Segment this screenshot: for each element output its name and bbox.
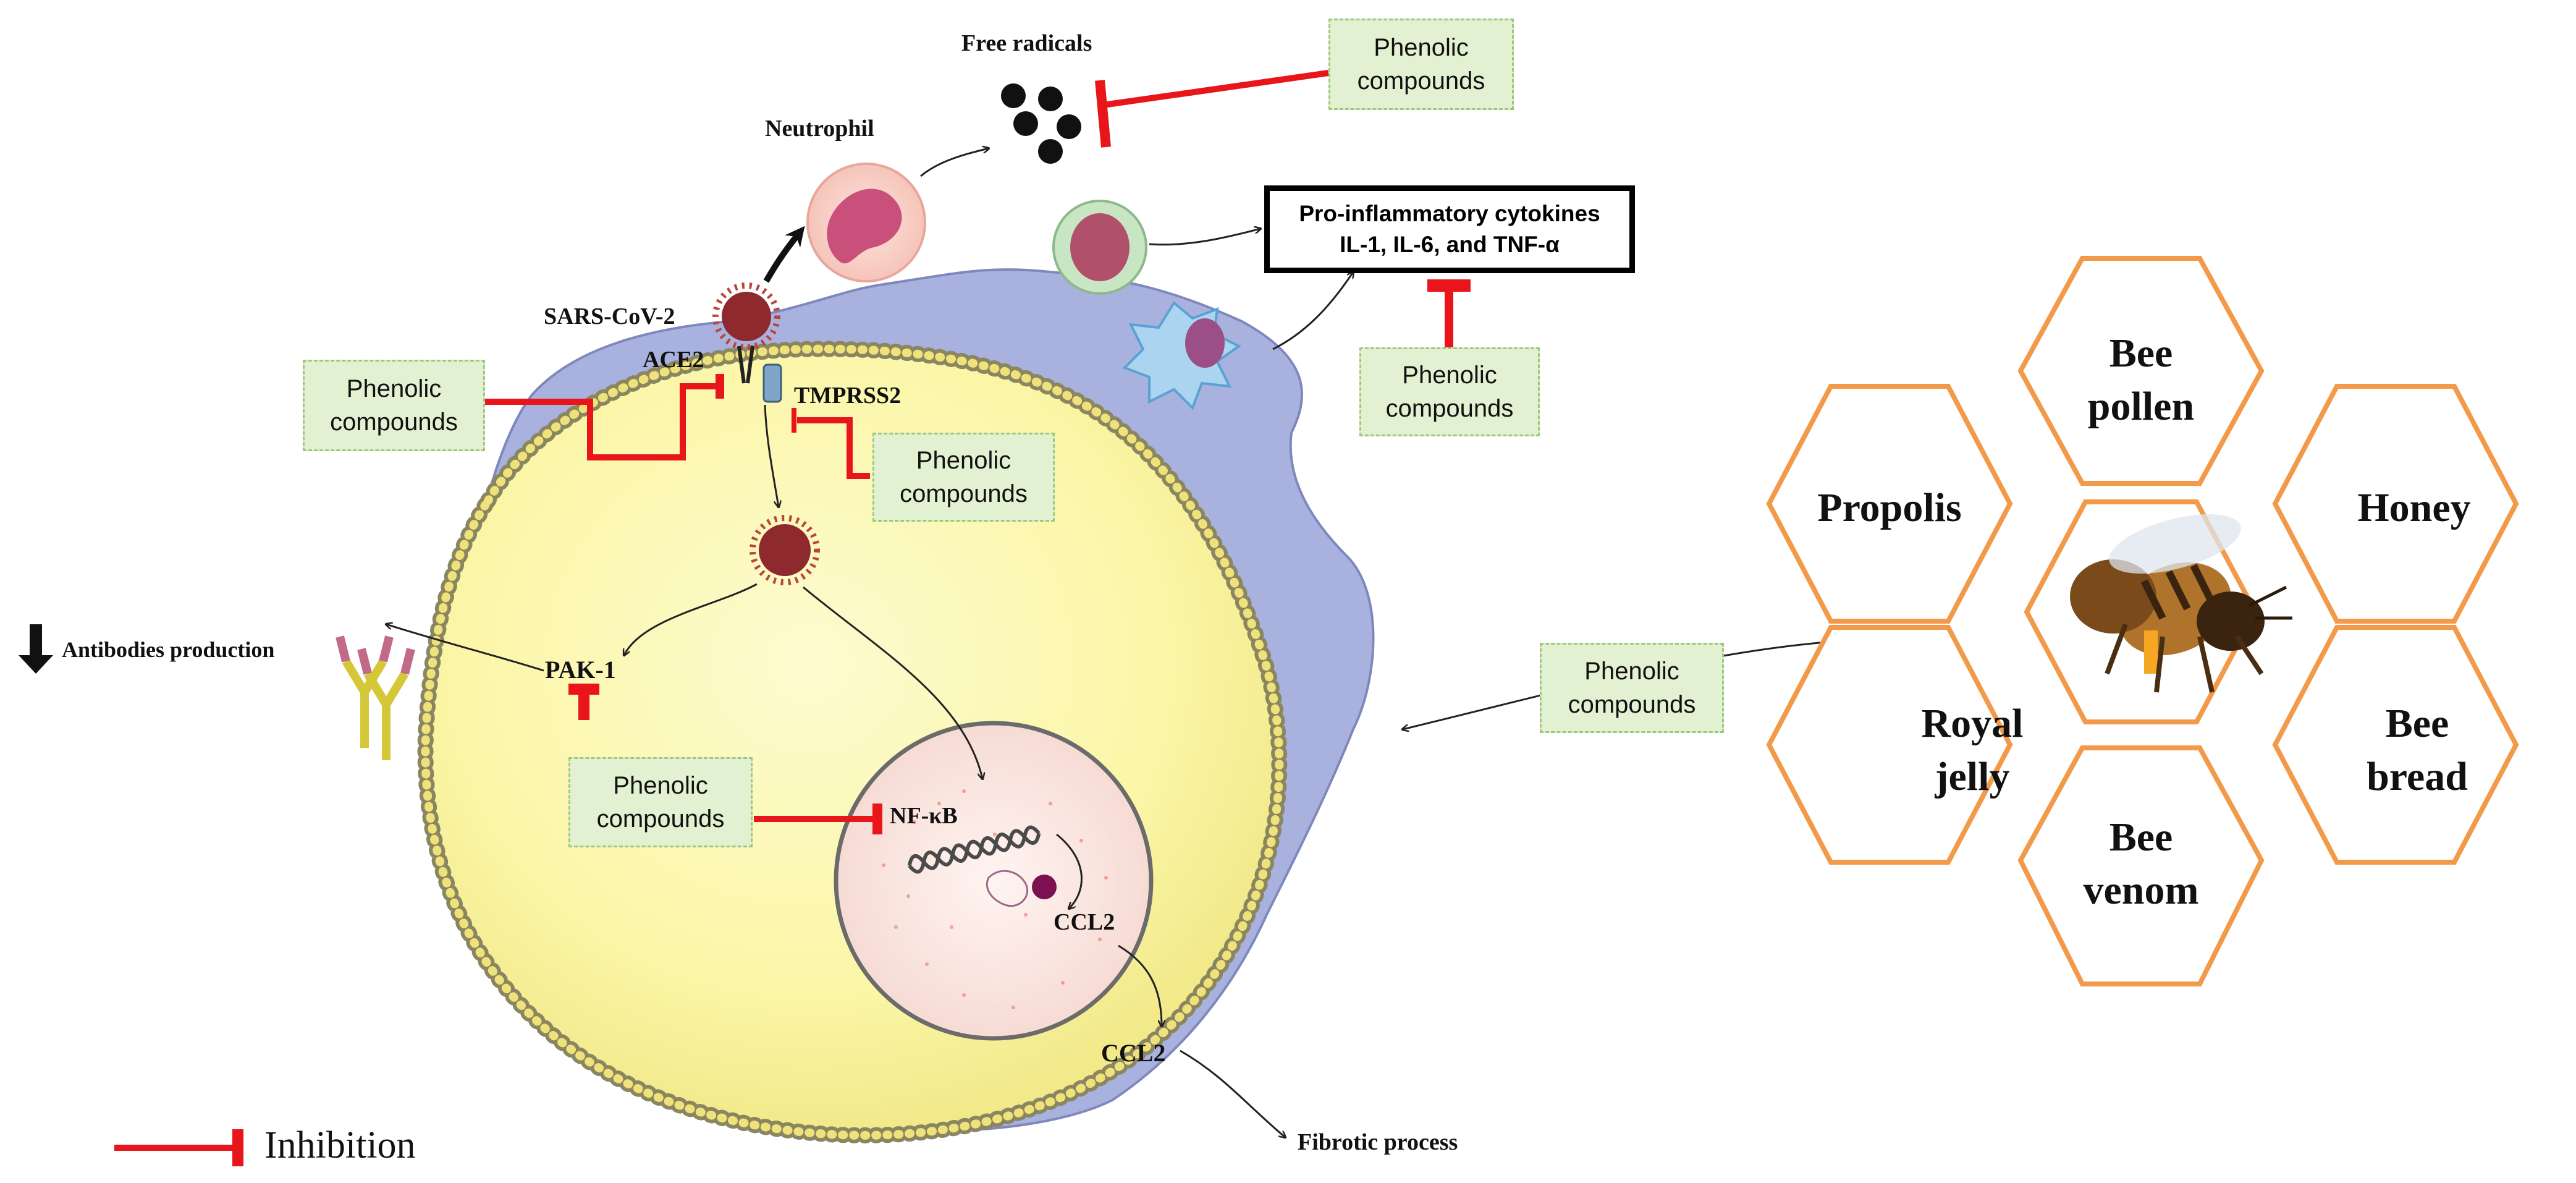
chromatin [986, 870, 1029, 907]
tmprss2-label: TMPRSS2 [794, 383, 902, 409]
hex-propolis [1766, 384, 2013, 624]
flow-arrows [386, 148, 1873, 1137]
hex-honey-label: Honey [2357, 485, 2471, 531]
pak1-label: PAK-1 [545, 656, 616, 684]
free-radicals-cluster [1001, 83, 1081, 164]
ace2-receptor [737, 346, 754, 384]
neutrophil-cell [806, 163, 926, 282]
phenolic-box-ace2: Phenolic compounds [303, 360, 485, 451]
phenolic-box-cytokines: Phenolic compounds [1359, 347, 1540, 436]
hex-royal-jelly-label: Royal jelly [1922, 697, 2024, 804]
phenolic-line1: Phenolic [1584, 658, 1679, 685]
phenolic-box-radicals: Phenolic compounds [1328, 19, 1514, 110]
hex-royal-jelly [1766, 625, 2013, 865]
sars-cov-2-label: SARS-CoV-2 [544, 303, 675, 329]
hex-bee-bread-line2: bread [2367, 754, 2468, 799]
phenolic-line2: compounds [1385, 395, 1514, 422]
phenolic-line2: compounds [1357, 67, 1485, 95]
phenolic-line2: compounds [330, 409, 458, 436]
antibodies-label: Antibodies production [62, 637, 275, 662]
hex-royal-jelly-line2: jelly [1935, 754, 2010, 799]
phenolic-line1: Phenolic [1374, 34, 1469, 61]
virus-internal [750, 515, 820, 585]
neutrophil-label: Neutrophil [765, 116, 874, 142]
hex-pollen [2017, 256, 2265, 486]
phenolic-line2: compounds [596, 805, 725, 833]
free-radicals-label: Free radicals [961, 30, 1092, 56]
hex-bee-venom-line2: venom [2083, 868, 2199, 913]
down-arrow-icon [19, 624, 53, 674]
hex-honey [2272, 384, 2519, 624]
nucleolus [1032, 875, 1057, 899]
nucleus [834, 721, 1154, 1041]
dendritic-cell [1122, 300, 1241, 410]
inhibition-legend-label: Inhibition [264, 1124, 416, 1166]
hex-bee-bread-line1: Bee [2385, 701, 2449, 747]
hex-bee-venom-label: Bee venom [2084, 811, 2199, 917]
dna-helix [907, 825, 1041, 874]
cytokines-title: Pro-inflammatory cytokines [1299, 201, 1600, 227]
ccl2-cell-label: CCL2 [1101, 1039, 1166, 1067]
phenolic-box-nfkb: Phenolic compounds [568, 757, 753, 847]
nucleus-speckles [882, 789, 1108, 1009]
hex-bee-venom-line1: Bee [2109, 815, 2173, 860]
honeycomb [1766, 256, 2519, 986]
hex-bee-bread [2272, 625, 2519, 865]
antibodies [336, 635, 415, 760]
virus-surface [712, 282, 780, 350]
phenolic-line2: compounds [900, 480, 1028, 507]
hex-propolis-label: Propolis [1817, 485, 1962, 531]
cytokines-list: IL-1, IL-6, and TNF-α [1340, 232, 1560, 257]
hex-pollen-line2: pollen [2087, 384, 2195, 429]
hex-bee-bread-label: Bee bread [2367, 697, 2468, 804]
cytokines-box: Pro-inflammatory cytokines IL-1, IL-6, a… [1264, 185, 1635, 273]
fibrotic-label: Fibrotic process [1298, 1129, 1458, 1155]
phenolic-line2: compounds [1568, 691, 1696, 718]
phenolic-box-hive: Phenolic compounds [1540, 643, 1724, 733]
cell-membrane-beads [421, 344, 1284, 1140]
phenolic-line1: Phenolic [346, 375, 442, 402]
phenolic-box-tmprss2: Phenolic compounds [872, 433, 1055, 522]
recruitment-arrow [763, 226, 805, 283]
phenolic-line1: Phenolic [1402, 362, 1497, 389]
tmprss2-receptor [762, 363, 782, 403]
hex-pollen-label: Bee pollen [2088, 327, 2194, 433]
ace2-label: ACE2 [643, 347, 704, 373]
hex-pollen-line1: Bee [2109, 331, 2173, 376]
phenolic-line1: Phenolic [613, 772, 708, 799]
bee-image [2070, 514, 2292, 693]
hex-royal-jelly-line1: Royal [1921, 701, 2024, 747]
ccl2-nucleus-label: CCL2 [1054, 909, 1115, 935]
phenolic-line1: Phenolic [916, 447, 1011, 474]
hex-bee-venom [2017, 745, 2265, 986]
lymphocyte-cell [1052, 200, 1147, 295]
inhibition-lines [114, 70, 1471, 1166]
nfkb-label: NF-κB [890, 803, 958, 829]
